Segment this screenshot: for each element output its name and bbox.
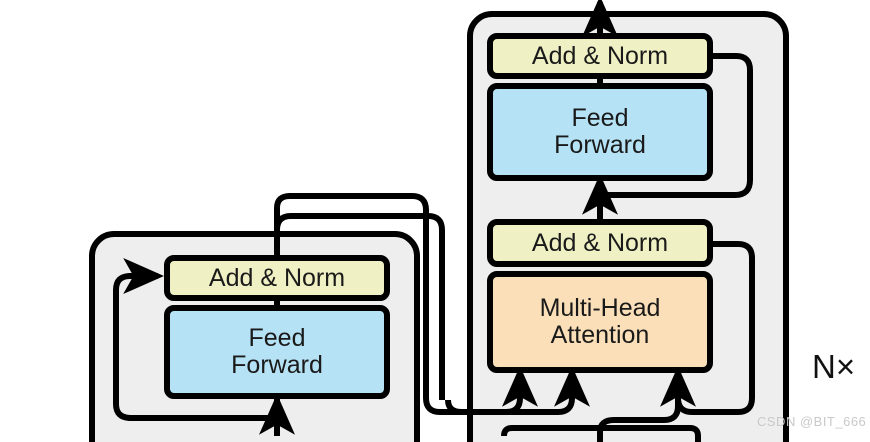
repeat-count-label: N× bbox=[812, 348, 856, 385]
dec-residual-loop-top-line bbox=[600, 38, 753, 198]
enc-feed-forward-box[interactable] bbox=[164, 305, 390, 399]
masked-attention-box-top bbox=[501, 425, 701, 442]
dec-attn-input-k-line bbox=[448, 365, 590, 415]
dec-add-norm-top-box[interactable] bbox=[487, 33, 713, 79]
enc-residual-loop-line bbox=[113, 257, 277, 421]
enc-output-to-decoder-value-line bbox=[274, 193, 452, 415]
enc-add-norm-box[interactable] bbox=[164, 255, 390, 301]
dec-multi-head-attention-box[interactable] bbox=[487, 271, 713, 373]
dec-feed-forward-box[interactable] bbox=[487, 83, 713, 181]
dec-add-norm-mid-box[interactable] bbox=[487, 219, 713, 267]
watermark-label: CSDN @BIT_666 bbox=[757, 414, 867, 429]
dec-residual-loop-mid-line bbox=[633, 226, 755, 415]
